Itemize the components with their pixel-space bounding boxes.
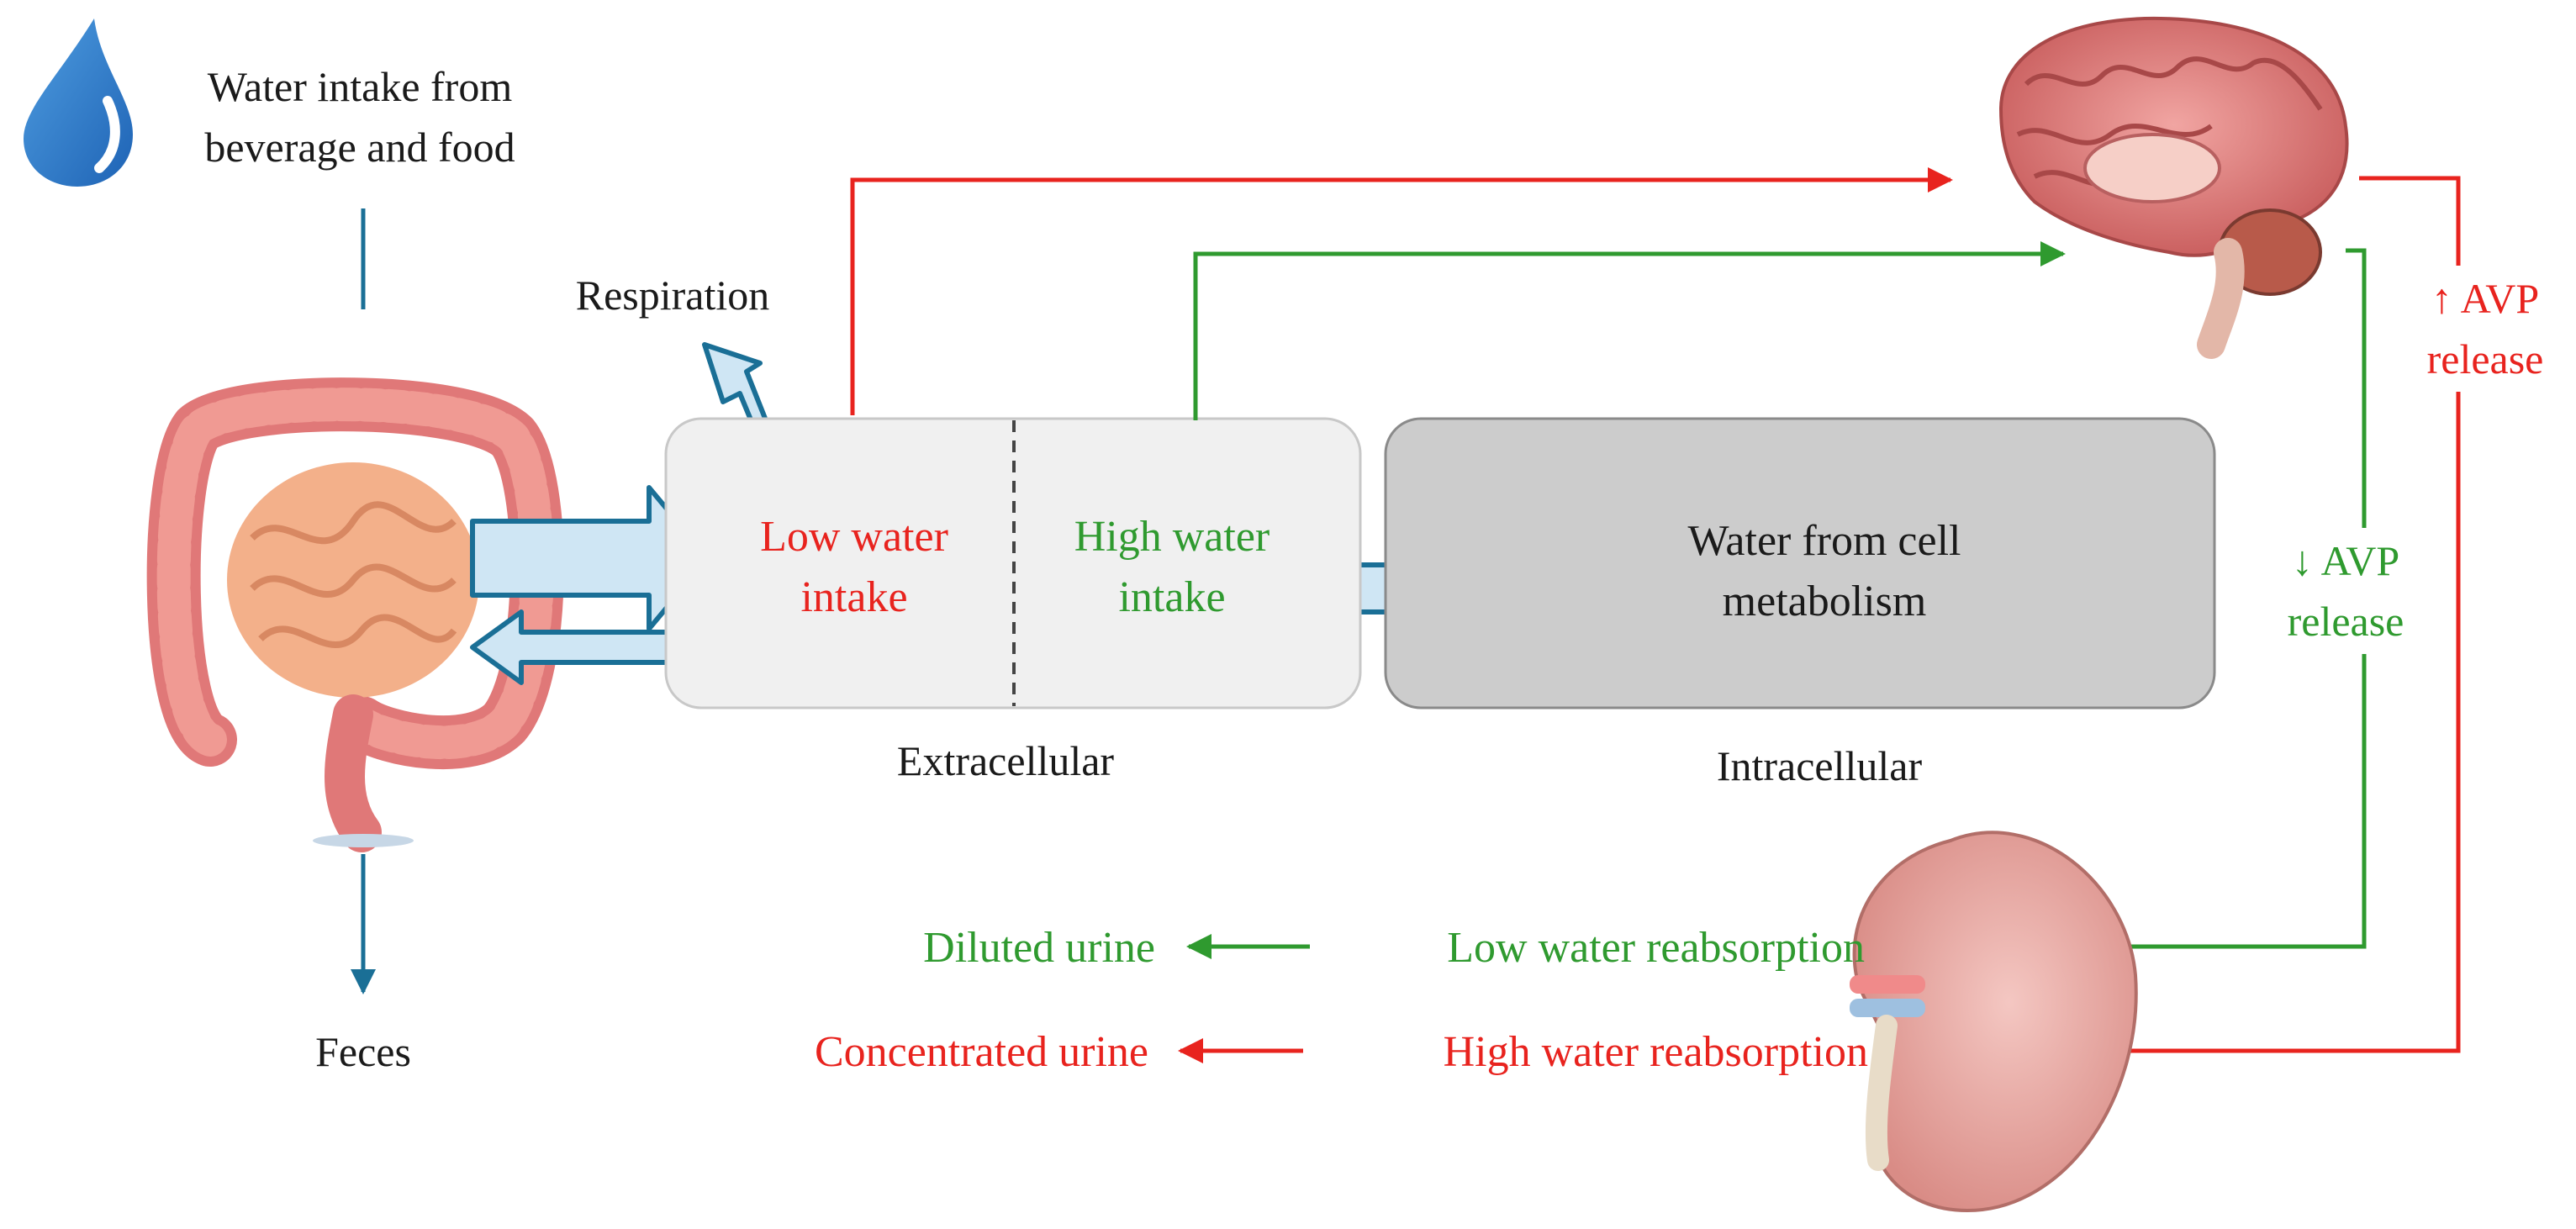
low-intake-label-line2: intake [800, 573, 907, 621]
intracellular-caption: Intracellular [1717, 742, 1923, 789]
feces-label: Feces [315, 1028, 411, 1075]
concentrated-urine-label: Concentrated urine [815, 1028, 1148, 1076]
intestine-icon [77, 309, 632, 856]
intracellular-label-line1: Water from cell [1688, 517, 1961, 565]
intracellular-label-line2: metabolism [1723, 578, 1927, 625]
avp-up-label-line2: release [2427, 335, 2544, 382]
high-intake-label-line2: intake [1118, 573, 1225, 621]
low-intake-label-line1: Low water [760, 513, 948, 561]
low-intake-signal-arrow [850, 167, 1953, 415]
avp-down-label-line2: release [2288, 598, 2404, 645]
avp-up-pathway [1894, 176, 2461, 1063]
intracellular-box [1384, 417, 2216, 709]
intake-label-line1: Water intake from [208, 63, 513, 110]
avp-down-label-line1: ↓ AVP [2292, 537, 2399, 584]
intake-label-line2: beverage and food [204, 124, 515, 171]
water-drop-icon [24, 18, 133, 187]
high-intake-signal-arrow [1193, 241, 2066, 420]
extracellular-caption: Extracellular [897, 737, 1115, 784]
kidney-icon [1850, 831, 2138, 1213]
low-reabsorption-label: Low water reabsorption [1447, 924, 1865, 972]
avp-up-label-line1: ↑ AVP [2431, 275, 2539, 322]
high-intake-label-line1: High water [1074, 513, 1270, 561]
brain-icon [1998, 16, 2349, 359]
high-reabsorption-label: High water reabsorption [1444, 1028, 1868, 1076]
respiration-label: Respiration [576, 272, 770, 319]
diluted-urine-label: Diluted urine [923, 924, 1155, 972]
